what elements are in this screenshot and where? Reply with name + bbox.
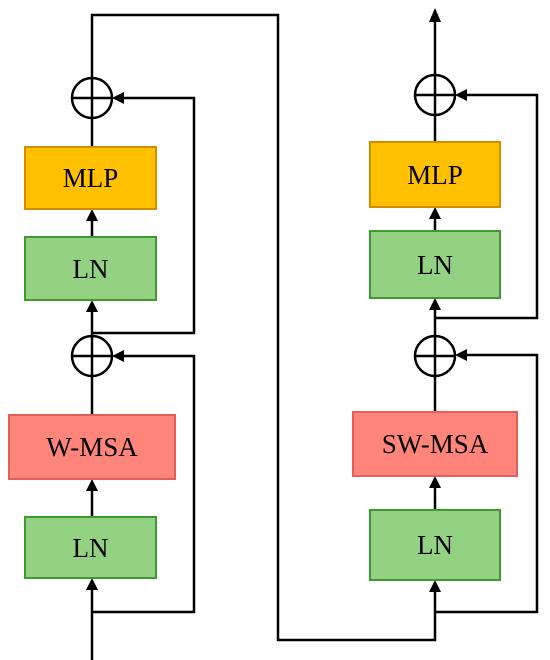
left-skip-connection-lower — [92, 354, 196, 614]
right-ln-top-box — [369, 230, 501, 299]
inter-block-connection-line — [90, 13, 437, 642]
right-skip-arrow-upper — [455, 89, 467, 101]
left-ln-bottom-box — [24, 516, 157, 579]
left-arrow-into-ln-top — [86, 300, 98, 312]
right-output-arrow — [429, 8, 441, 22]
left-ln-bottom-label: LN — [73, 533, 109, 563]
right-arrow-into-mlp — [429, 207, 441, 219]
right-mlp-box — [369, 141, 501, 208]
right-skip-arrow-lower — [455, 349, 467, 361]
left-msa-label: W-MSA — [46, 432, 138, 462]
right-ln-bottom-label: LN — [417, 530, 453, 560]
left-ln-top-box — [24, 236, 157, 301]
right-msa-label: SW-MSA — [382, 429, 489, 459]
right-ln-top-label: LN — [417, 250, 453, 280]
left-mlp-label: MLP — [63, 163, 119, 193]
left-skip-connection-upper — [92, 96, 196, 335]
circled-plus-icon — [70, 334, 114, 378]
left-ln-top-label: LN — [73, 254, 109, 284]
right-arrow-into-msa — [429, 476, 441, 488]
right-skip-connection-upper — [435, 93, 539, 320]
left-skip-arrow-upper — [112, 92, 124, 104]
right-block: MLP LN SW-MSA LN — [352, 8, 539, 614]
left-msa-box — [8, 414, 176, 480]
left-skip-arrow-lower — [112, 350, 124, 362]
circled-plus-icon — [413, 334, 457, 378]
right-mlp-label: MLP — [407, 160, 463, 190]
circled-plus-icon — [413, 73, 457, 117]
right-arrow-into-ln-top — [429, 298, 441, 310]
left-arrow-into-mlp — [86, 209, 98, 221]
left-arrow-into-msa — [86, 479, 98, 491]
right-skip-connection-lower — [435, 353, 539, 614]
right-msa-box — [352, 411, 518, 477]
right-arrow-into-ln-bottom — [429, 580, 441, 592]
circled-plus-icon — [70, 76, 114, 120]
left-arrow-into-ln-bottom — [86, 578, 98, 590]
left-mlp-box — [24, 146, 157, 210]
right-ln-bottom-box — [369, 509, 501, 581]
left-block: MLP LN W-MSA LN — [8, 13, 441, 660]
